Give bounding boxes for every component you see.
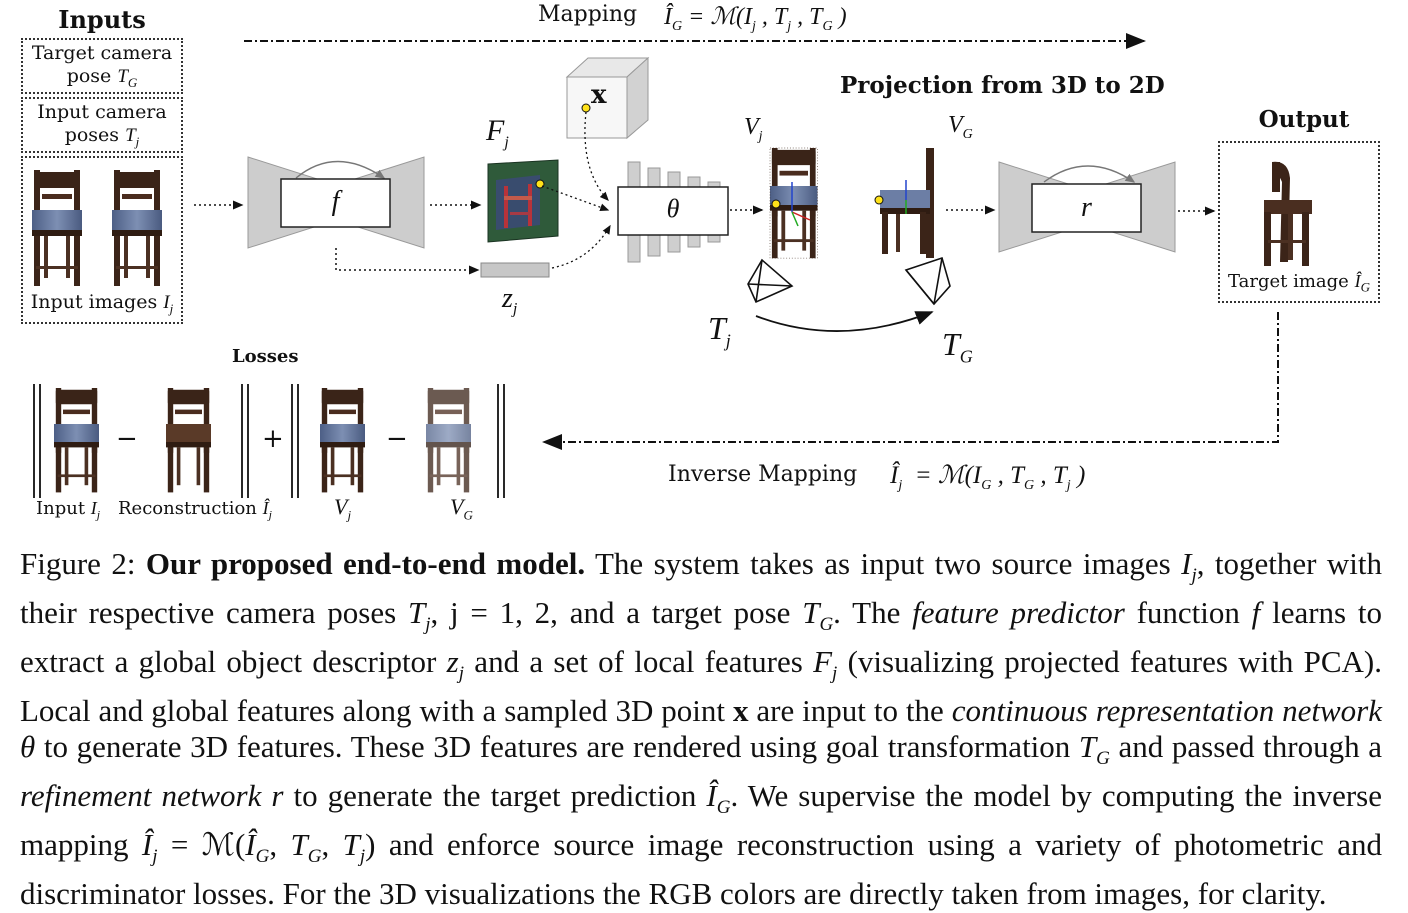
pose-transform-arrow [755,311,934,332]
loss-minus-1: − [116,424,138,454]
inverse-mapping-formula: Îj = ℳ(IG , TG , Tj ) [890,462,1086,493]
mapping-label: Mapping [538,2,638,27]
projection-heading: Projection from 3D to 2D [840,72,1165,99]
loss-input-label: Input Ij [36,498,101,522]
latent-zj-label: zj [502,283,518,318]
camera-source-icon [747,258,794,304]
loss-input-chair [54,388,99,493]
loss-norm-bars [33,384,505,498]
voxel-vj-label: Vj [744,114,763,144]
mapping-formula: ÎG = ℳ(Ij , Tj , TG ) [664,4,847,34]
inputs-heading: Inputs [58,5,146,34]
loss-reconstruction-chair [166,388,211,493]
voxel-chair-vj [769,147,818,259]
output-chair-image [1264,161,1312,266]
pose-tj-label: Tj [708,310,731,351]
input-poses-box: Input camera poses Tj [21,97,183,153]
loss-voxel-vg-chair [426,388,471,493]
loss-vj-label: Vj [334,494,352,523]
input-poses-line1: Input camera [37,101,167,123]
voxel-vg-label: VG [948,112,973,142]
continuous-representation-network [617,161,729,263]
caption-prefix: Figure 2: [20,546,146,581]
target-pose-line1: Target camera [31,42,173,64]
output-image-box: Target image ÎG [1218,141,1380,303]
input-poses-line2: poses Tj [64,124,140,149]
refinement-r-network [998,161,1176,253]
input-images-label: Input images Ij [23,291,181,320]
voxel-chair-vg [880,148,934,258]
losses-heading: Losses [232,346,299,367]
feature-map-fj [487,159,559,243]
point-cube-x [565,56,650,140]
network-theta-label: θ [666,194,680,223]
refiner-r-label: r [1081,192,1092,223]
output-heading: Output [1258,106,1350,133]
loss-plus: + [262,424,284,454]
caption-title: Our proposed end-to-end model. [145,546,586,581]
target-pose-line2: pose TG [66,65,138,90]
loss-minus-2: − [386,424,408,454]
inverse-mapping-label: Inverse Mapping [668,462,858,487]
input-images-box: Input images Ij [21,156,183,324]
encoder-f-network [247,156,425,249]
latent-zj-bar [480,262,550,278]
target-pose-box: Target camera pose TG [21,38,183,94]
inverse-mapping-arrow [542,312,1279,450]
pose-tg-label: TG [942,326,973,367]
target-image-label: Target image ÎG [1220,270,1378,299]
encoder-f-label: f [331,186,340,217]
camera-target-icon [904,256,951,306]
figure-caption: Figure 2: Our proposed end-to-end model.… [20,546,1383,912]
loss-voxel-vj-chair [320,388,365,493]
loss-reconstruction-label: Reconstruction Îj [118,498,272,522]
feature-map-label: Fj [486,114,509,151]
loss-vg-label: VG [450,494,473,523]
point-x-label: x [591,80,607,110]
